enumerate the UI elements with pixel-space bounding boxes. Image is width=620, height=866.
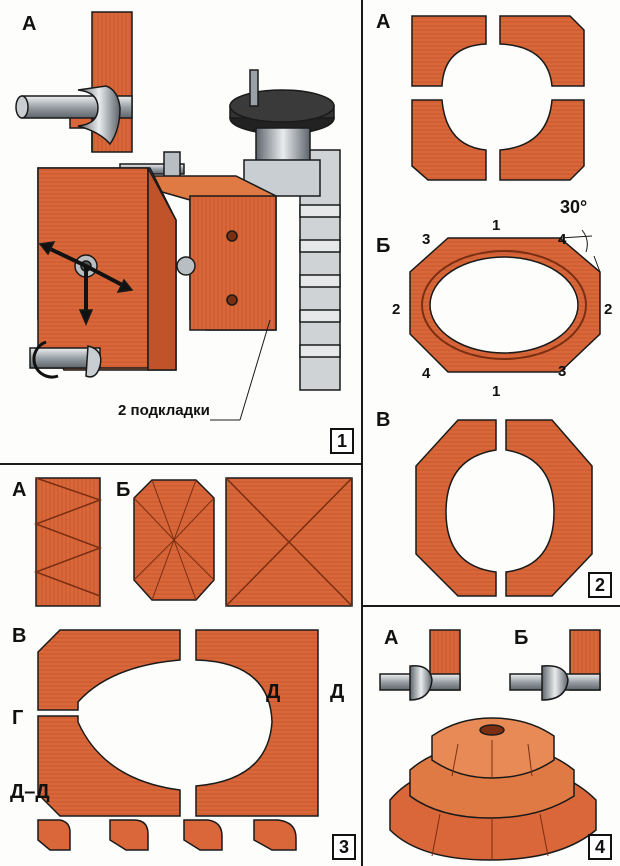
fig2-edge-bl: 4 <box>422 365 431 382</box>
fig3-label-d2: Д <box>330 681 345 703</box>
fig2-edge-bottom: 1 <box>492 383 501 400</box>
fig2-angle-30deg: 30° <box>560 197 588 217</box>
fig4-stepped-octagon-base <box>389 717 597 861</box>
fig2-edge-br: 3 <box>558 363 567 380</box>
fig2-edge-top: 1 <box>492 217 501 234</box>
fig2-edge-right: 2 <box>604 301 613 318</box>
fig3-label-v: В <box>12 625 27 647</box>
fig4-label-b: Б <box>514 627 529 649</box>
fig2-edge-tl: 3 <box>422 231 431 248</box>
fig2-label-v: В <box>376 409 391 431</box>
fig3-b-square-diagonals <box>225 477 353 607</box>
fig2-number: 2 <box>588 572 612 598</box>
fig3-number: 3 <box>332 834 356 860</box>
fig2-v-octagon-halves <box>415 419 593 597</box>
fig1-router-table-machine <box>29 69 341 421</box>
fig3-dd-profile-sections <box>37 819 297 851</box>
fig2-a-frame-quarters <box>411 15 585 181</box>
fig1-router-bit-detail <box>15 11 133 153</box>
fig3-label-a: А <box>12 479 27 501</box>
fig3-b-segmented-octagon <box>133 479 215 601</box>
fig1-number: 1 <box>330 428 354 454</box>
fig2-label-a: А <box>376 11 391 33</box>
fig3-label-dd: Д–Д <box>10 781 50 803</box>
fig2-edge-left: 2 <box>392 301 401 318</box>
fig4-a-bit-detail <box>379 629 461 701</box>
fig2-edge-tr: 4 <box>558 231 567 248</box>
fig1-callout-2-pads: 2 подкладки <box>118 402 210 419</box>
fig1-label-a: А <box>22 13 37 35</box>
fig2-b-octagon-frame <box>409 229 601 373</box>
fig3-label-b: Б <box>116 479 131 501</box>
fig3-label-g: Г <box>12 707 24 729</box>
fig3-label-d1: Д <box>266 681 281 703</box>
fig4-b-bit-detail <box>509 629 601 701</box>
fig3-v-frame-halves <box>37 629 319 817</box>
fig4-label-a: А <box>384 627 399 649</box>
fig2-label-b: Б <box>376 235 391 257</box>
fig4-number: 4 <box>588 834 612 860</box>
fig3-a-board-zigzag <box>33 477 103 607</box>
